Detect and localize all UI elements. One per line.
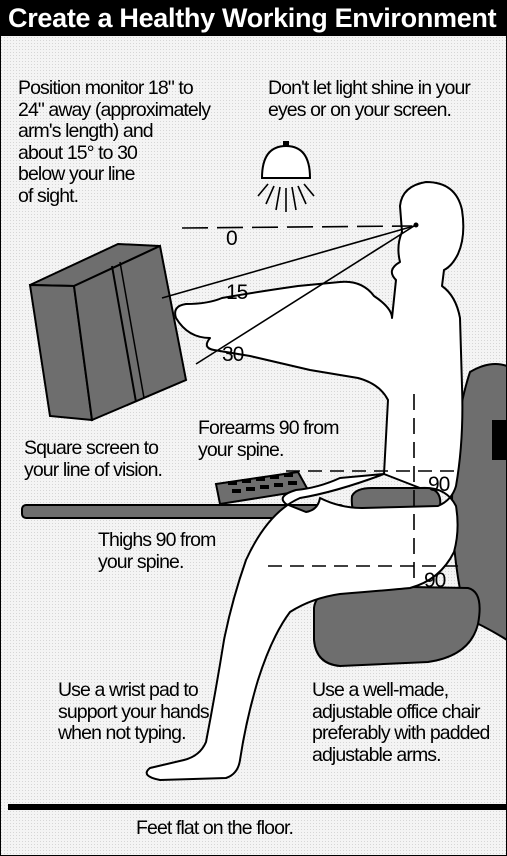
floor <box>8 804 507 810</box>
angle-label-30: 30 <box>222 344 243 365</box>
thighs-note: Thighs 90 from your spine. <box>98 530 268 573</box>
angle-label-15: 15 <box>226 282 247 303</box>
forearms-note: Forearms 90 from your spine. <box>198 418 388 461</box>
chair-note: Use a well-made, adjustable office chair… <box>312 680 507 766</box>
monitor-position-note: Position monitor 18" to 24" away (approx… <box>18 78 258 207</box>
lamp-icon <box>258 141 314 212</box>
feet-note: Feet flat on the floor. <box>136 818 386 840</box>
monitor <box>30 244 186 420</box>
angle-label-0: 0 <box>226 228 237 249</box>
angle-label-thigh-90: 90 <box>424 570 445 591</box>
square-screen-note: Square screen to your line of vision. <box>24 438 214 481</box>
light-note: Don't let light shine in your eyes or on… <box>268 78 507 121</box>
wrist-pad-note: Use a wrist pad to support your hands wh… <box>58 680 248 745</box>
angle-label-forearm-90: 90 <box>428 474 449 495</box>
